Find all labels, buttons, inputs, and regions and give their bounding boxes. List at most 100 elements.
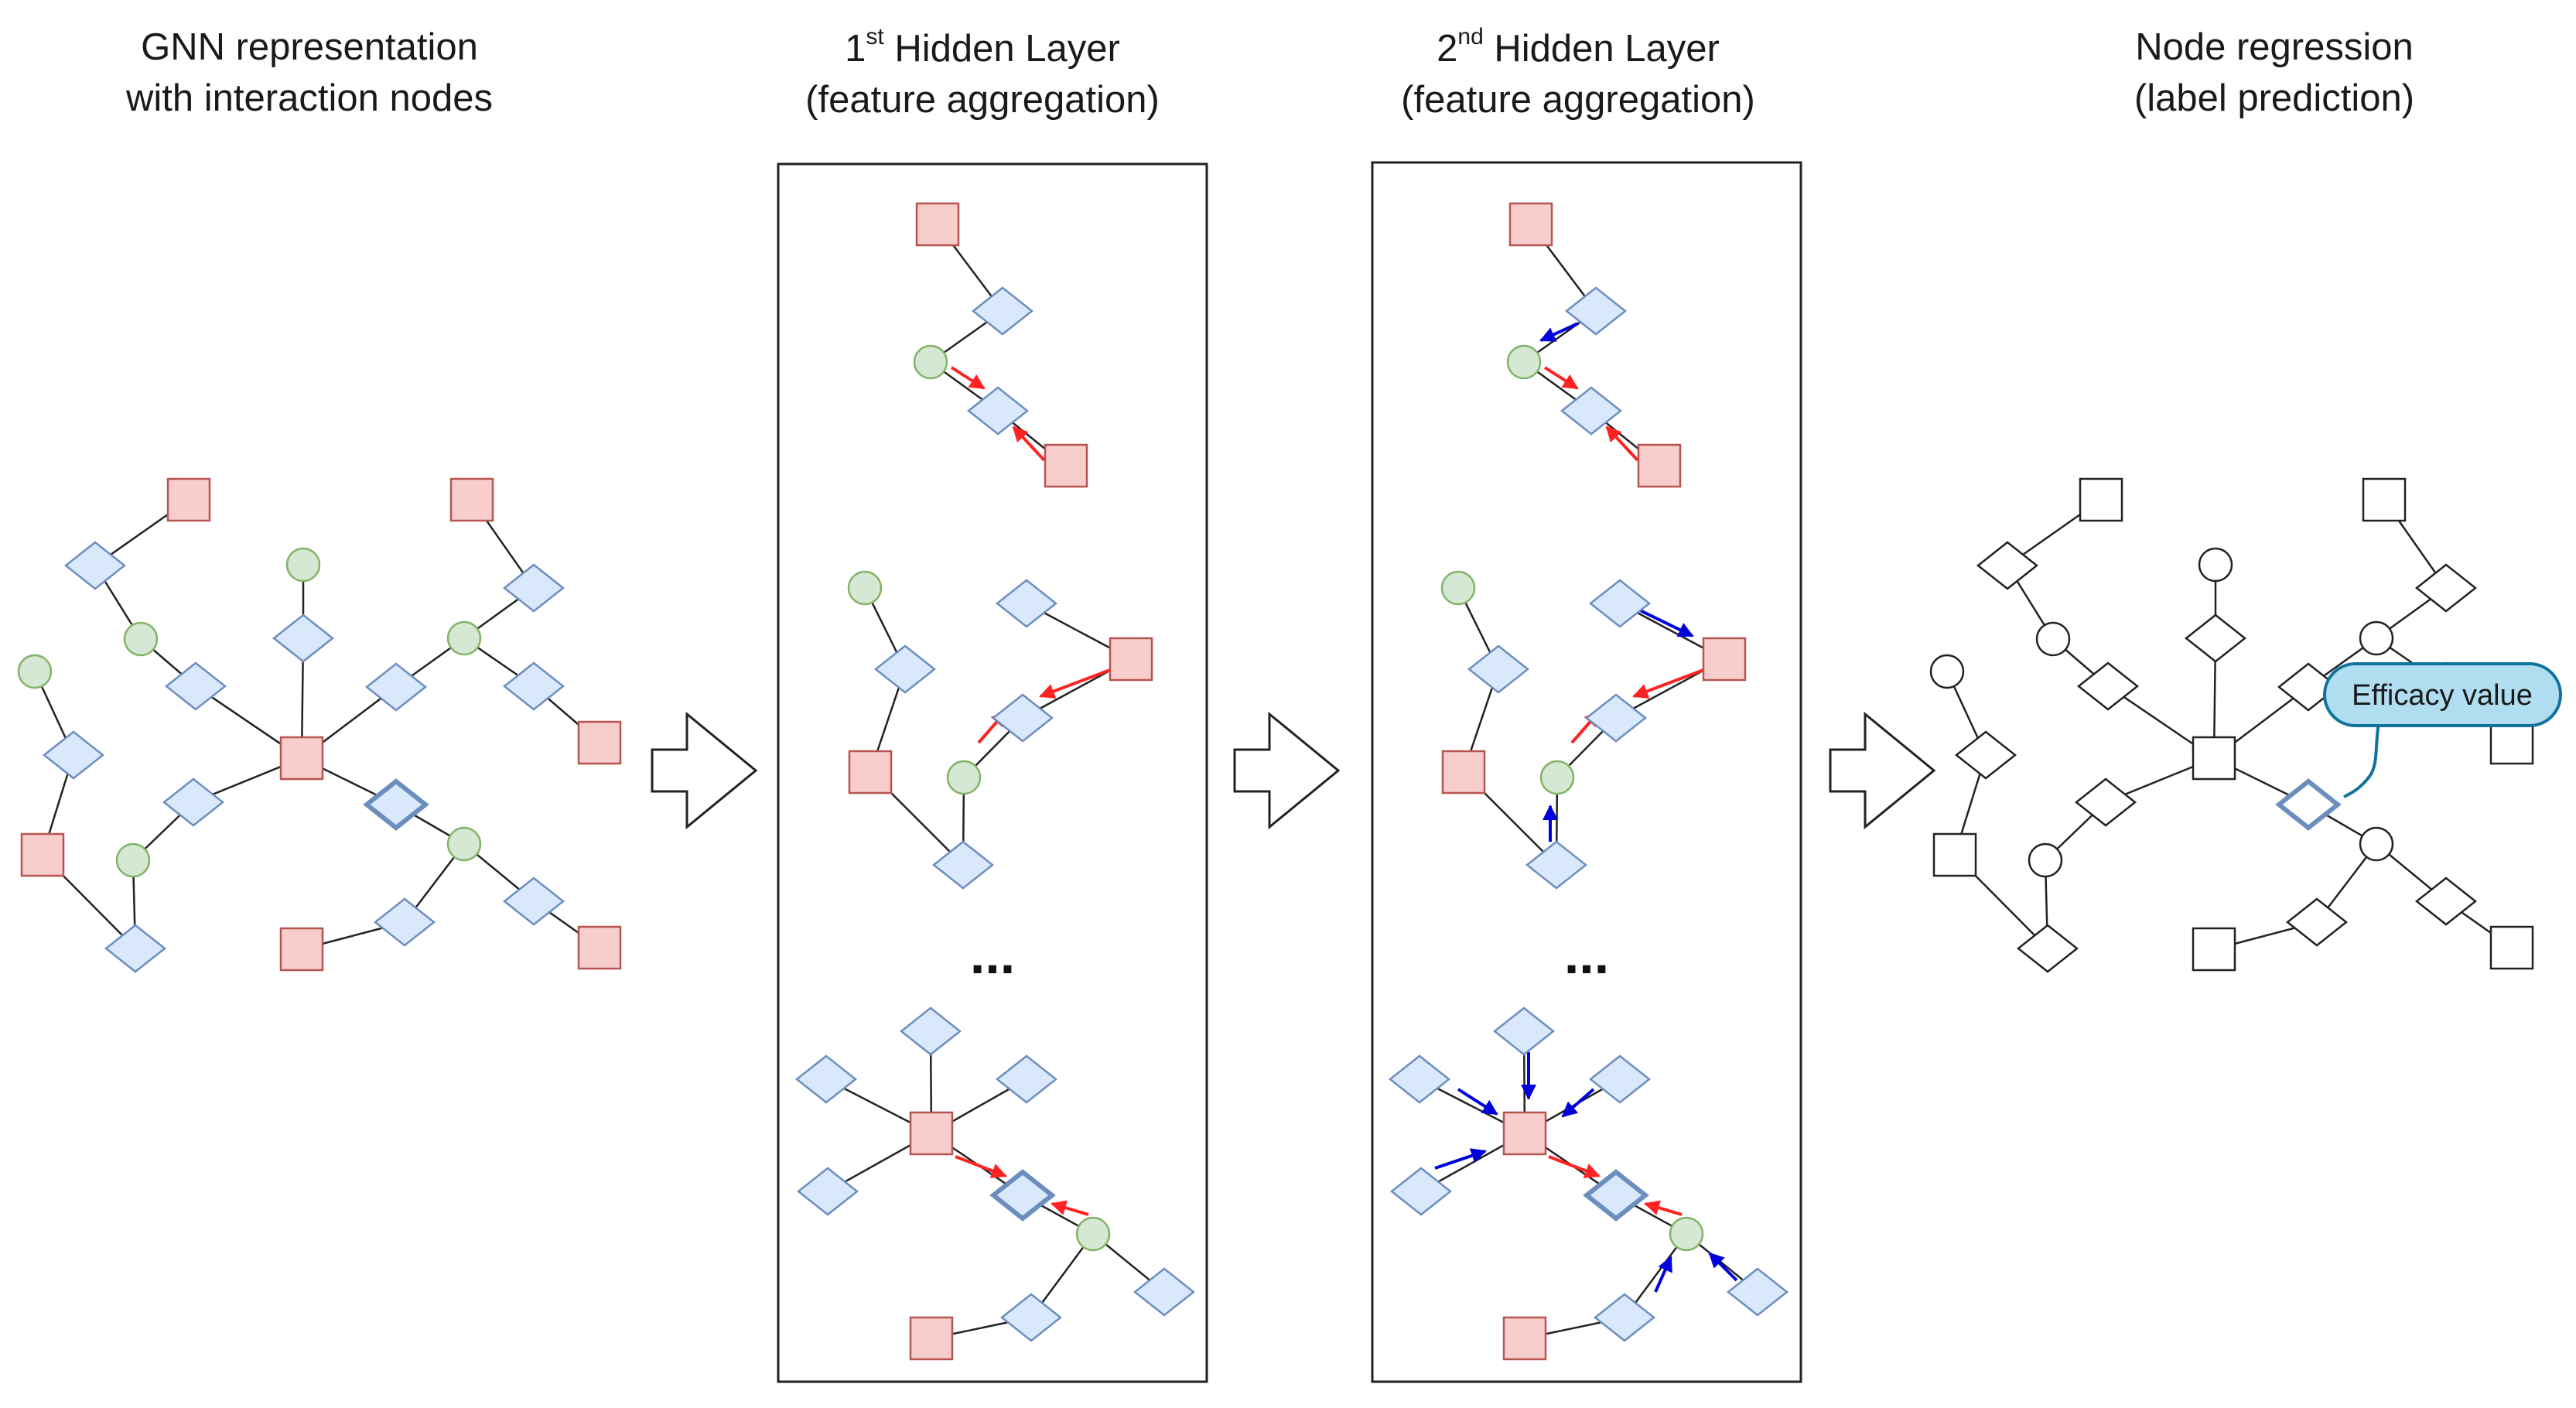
panel-2-bottom-target-node-6: [1075, 1216, 1111, 1252]
panel-3-bottom-drug-node-0: [1502, 1111, 1547, 1156]
panel-4-drug-node-1: [2079, 477, 2123, 522]
panel-3-frame: [1371, 161, 1802, 1383]
panel-3-ordinal-suffix: nd: [1457, 24, 1484, 50]
panel-1-drug-node-20: [577, 925, 622, 970]
panel-2-bottom-drug-node-9: [909, 1316, 954, 1361]
ellipsis-panel-3: ...: [1564, 924, 1609, 985]
flow-arrow-3: [1829, 711, 1936, 830]
panel-2-bottom-interaction-node-3: [796, 1167, 859, 1216]
callout-bubble: [2323, 662, 2562, 727]
panel-3-first-hop-arrow-0: [1543, 366, 1579, 390]
panel-1-drug-node-22: [279, 927, 324, 972]
panel-4-target-node-18: [2359, 826, 2394, 862]
panel-4-interaction-node-21: [2285, 897, 2349, 947]
panel-2-bottom-interaction-node-1: [899, 1006, 962, 1056]
panel-1-target-node-18: [446, 826, 482, 862]
panel-1-drug-node-0: [279, 736, 324, 781]
panel-1-target-node-15: [115, 842, 151, 878]
panel-1-title-line-2: with interaction nodes: [126, 77, 493, 119]
panel-3-bottom-interaction-node-2: [1388, 1054, 1451, 1104]
panel-1-interaction-node-21: [373, 897, 436, 947]
panel-1-interaction-node-23: [502, 661, 565, 711]
panel-2-top-interaction-node-1: [971, 286, 1034, 336]
panel-3-bottom-interaction-node-1: [1492, 1006, 1556, 1056]
callout-pointer: [2343, 723, 2380, 798]
panel-3-ordinal: 2: [1437, 28, 1458, 70]
panel-4-title-line-1: Node regression: [2135, 26, 2414, 68]
panel-3-title-line-1: 2nd Hidden Layer: [1331, 23, 1826, 74]
panel-1-target-node-3: [123, 621, 159, 657]
ellipsis-panel-2: ...: [970, 924, 1015, 985]
panel-1-target-node-13: [17, 654, 53, 689]
panel-1-drug-node-1: [166, 477, 211, 522]
panel-4-interaction-node-19: [2414, 877, 2478, 926]
panel-1-drug-node-11: [20, 832, 65, 877]
panel-3-middle-interaction-node-5: [1584, 693, 1648, 743]
flow-arrow-1: [651, 711, 758, 830]
panel-4-interaction-node-14: [2074, 777, 2137, 827]
panel-3-second-hop-arrow-3: [1457, 1088, 1498, 1116]
panel-3-middle-interaction-node-1: [1467, 644, 1530, 694]
panel-4-target-node-5: [2198, 547, 2233, 583]
panel-4-interaction-node-12: [1954, 730, 2017, 780]
panel-2-middle-drug-node-2: [848, 750, 893, 795]
panel-3-first-hop-arrow-1: [1605, 425, 1639, 462]
panel-3-second-hop-arrow-0: [1539, 322, 1579, 342]
panel-1-interaction-node-2: [63, 541, 127, 590]
panel-2-top-drug-node-0: [915, 202, 960, 247]
panel-1-drug-node-24: [577, 720, 622, 765]
panel-2-ordinal: 1: [845, 28, 866, 70]
panel-1-title: GNN representation with interaction node…: [62, 22, 557, 124]
panel-4-target-node-3: [2035, 621, 2071, 657]
panel-3-second-hop-arrow-7: [1708, 1252, 1738, 1282]
panel-1-target-node-9: [446, 620, 482, 656]
panel-2-middle-drug-node-6: [1109, 637, 1153, 682]
panel-2-bottom-interaction-node-5: [989, 1169, 1056, 1222]
panel-2-middle-target-node-0: [847, 570, 883, 606]
panel-2-title-rest: Hidden Layer: [883, 28, 1120, 70]
panel-3-bottom-target-node-6: [1669, 1216, 1704, 1252]
panel-3-bottom-interaction-node-8: [1593, 1293, 1656, 1342]
panel-3-middle-interaction-node-4: [1525, 840, 1588, 890]
panel-2-bottom-drug-node-0: [909, 1111, 954, 1156]
panel-4-drug-node-0: [2192, 736, 2236, 781]
panel-3-second-hop-arrow-8: [1654, 1256, 1672, 1293]
panel-4-drug-node-24: [2489, 720, 2534, 765]
panel-4-drug-node-20: [2489, 925, 2534, 970]
panel-2-bottom-interaction-node-4: [995, 1054, 1058, 1104]
panel-2-middle-target-node-3: [946, 760, 982, 795]
panel-2-top-target-node-2: [913, 344, 948, 380]
panel-1-interaction-node-12: [42, 730, 105, 780]
panel-3-top-drug-node-4: [1637, 443, 1682, 488]
panel-3-first-hop-arrow-2: [1632, 668, 1704, 699]
panel-2-title-line-2: (feature aggregation): [805, 79, 1160, 121]
panel-1-interaction-node-6: [272, 613, 335, 663]
panel-2-bottom-interaction-node-2: [794, 1054, 858, 1104]
panel-3-middle-target-node-0: [1440, 570, 1476, 606]
panel-2-first-hop-arrow-1: [1012, 425, 1046, 462]
panel-3-bottom-interaction-node-5: [1583, 1169, 1649, 1222]
panel-4-title: Node regression (label prediction): [2027, 22, 2522, 124]
panel-4-interaction-node-6: [2184, 613, 2247, 663]
panel-1-interaction-node-10: [364, 662, 428, 712]
panel-1-interaction-node-19: [502, 877, 565, 926]
panel-4-interaction-node-2: [1976, 541, 2039, 590]
panel-1-drug-node-7: [449, 477, 494, 522]
panel-3-top-interaction-node-3: [1560, 386, 1623, 436]
panel-4-interaction-node-8: [2414, 563, 2478, 613]
panel-3-title-rest: Hidden Layer: [1483, 28, 1720, 70]
panel-2-frame: [777, 162, 1208, 1383]
panel-4-interaction-node-17: [2275, 778, 2342, 831]
panel-3-top-interaction-node-1: [1564, 286, 1628, 336]
panel-1-interaction-node-16: [104, 924, 167, 973]
panel-3-top-drug-node-0: [1508, 202, 1553, 247]
panel-2-middle-interaction-node-4: [931, 840, 995, 890]
panel-3-middle-drug-node-2: [1441, 750, 1486, 795]
panel-3-first-hop-arrow-5: [1644, 1200, 1683, 1216]
panel-3-title: 2nd Hidden Layer (feature aggregation): [1331, 23, 1826, 125]
panel-4-drug-node-11: [1932, 832, 1977, 877]
panel-2-middle-interaction-node-7: [995, 579, 1058, 628]
panel-3-bottom-drug-node-9: [1502, 1316, 1547, 1361]
panel-3-second-hop-arrow-1: [1638, 608, 1694, 637]
